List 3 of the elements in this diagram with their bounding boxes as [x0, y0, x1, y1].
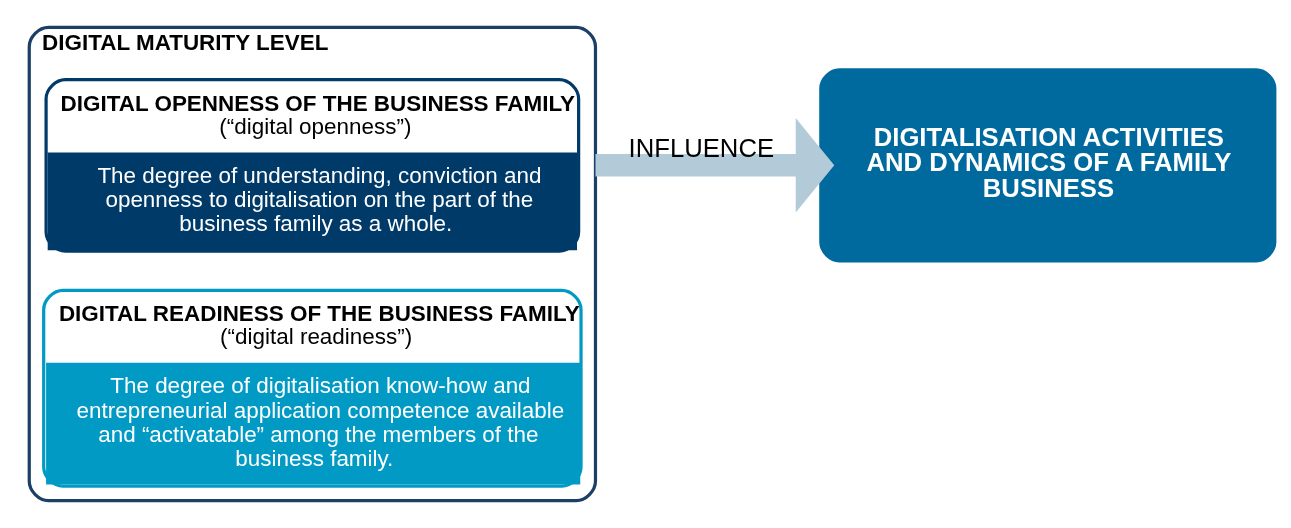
edge-label: INFLUENCE — [628, 134, 774, 163]
arrow — [594, 118, 834, 213]
node-box: DIGITALISATION ACTIVITIES AND DYNAMICS OF A FAMILY BUSINESS — [818, 68, 1276, 263]
